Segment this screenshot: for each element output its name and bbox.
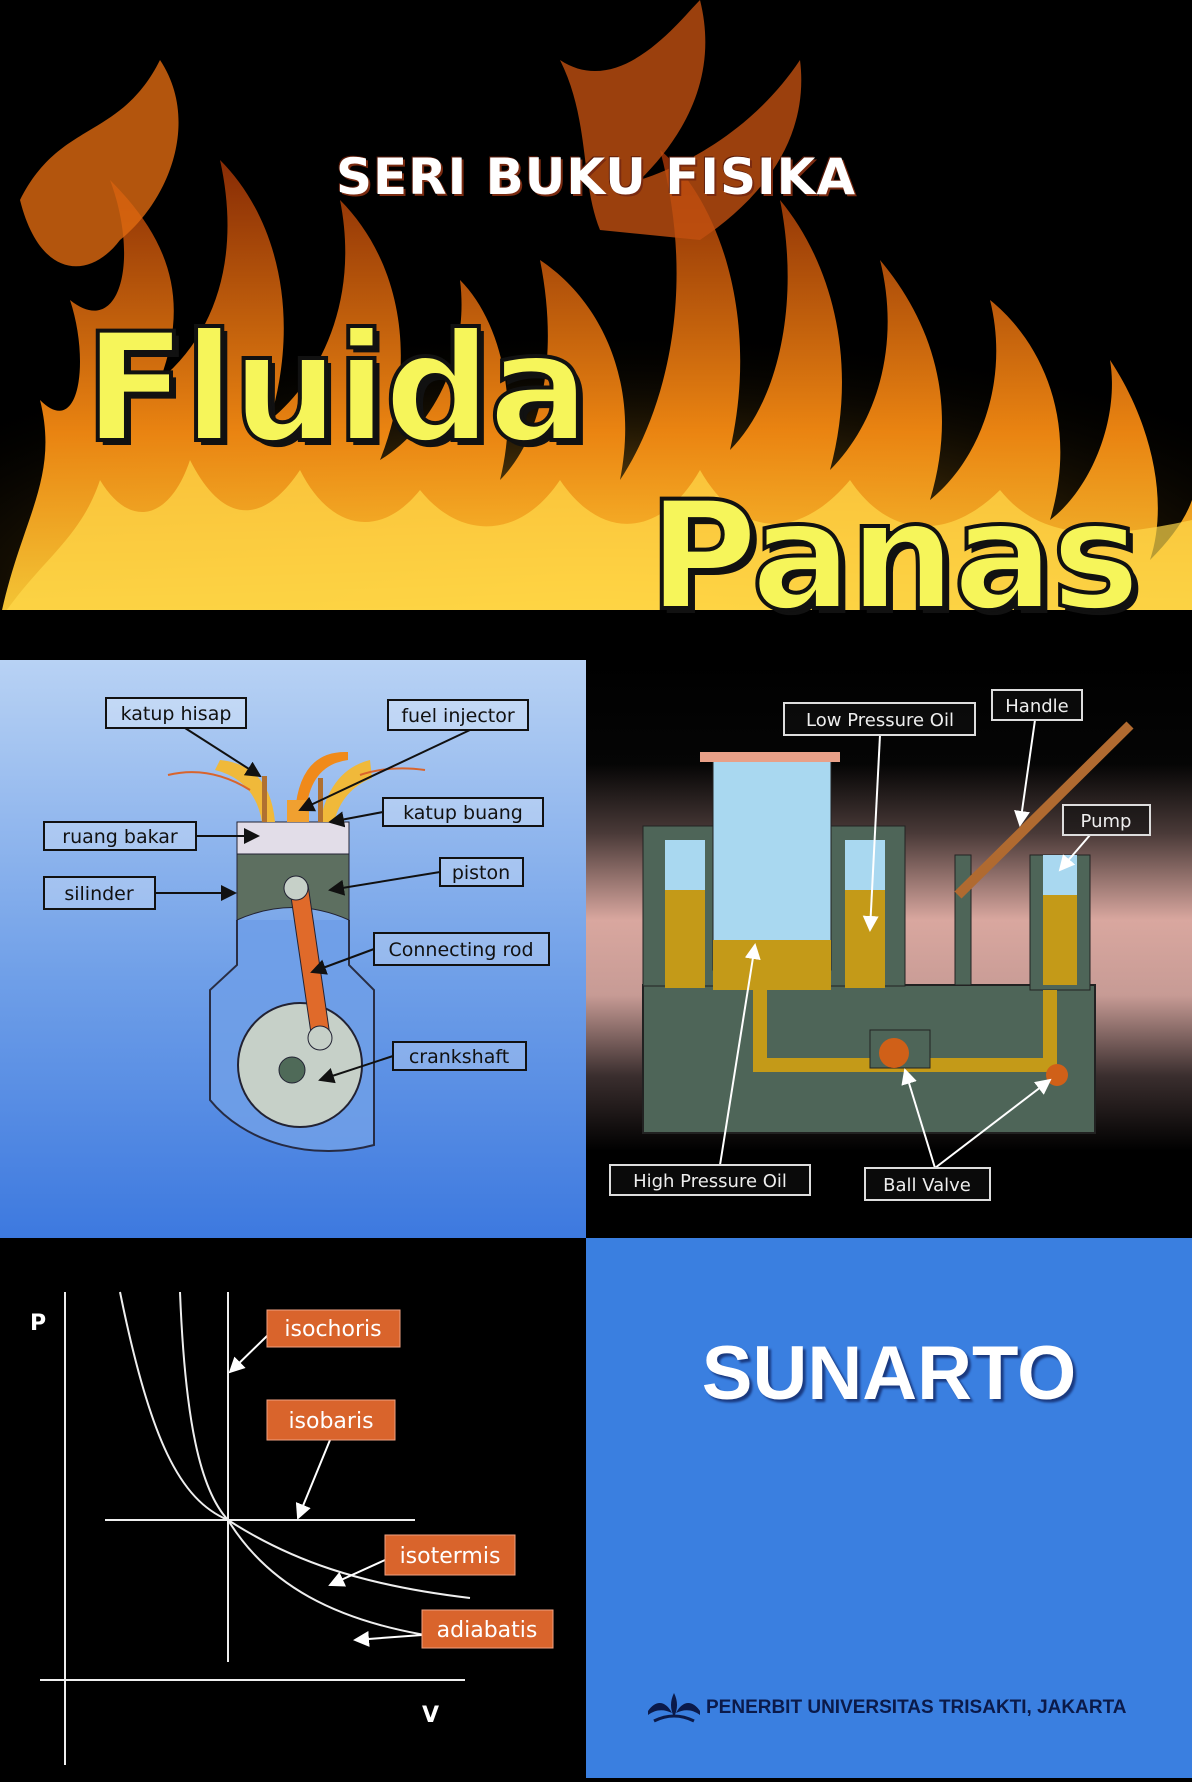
label-isobaris: isobaris	[288, 1409, 373, 1434]
label-adiabatis: adiabatis	[437, 1618, 538, 1643]
label-katup-buang: katup buang	[403, 802, 523, 824]
hydraulic-diagram: Low Pressure Oil Handle Pump High Pressu…	[609, 689, 1151, 1201]
v-axis-label: V	[422, 1703, 439, 1728]
label-crankshaft: crankshaft	[409, 1046, 509, 1068]
title-panas: Panas	[646, 468, 1142, 646]
label-piston: piston	[452, 862, 510, 884]
label-isochoris: isochoris	[284, 1317, 381, 1342]
pv-diagram: P V isochoris isobaris isotermis adiabat…	[30, 1291, 554, 1765]
pv-diagram-panel: P V isochoris isobaris isotermis adiabat…	[0, 1238, 586, 1778]
adiabatic-curve	[179, 1291, 461, 1641]
label-pump: Pump	[1081, 811, 1132, 832]
label-handle: Handle	[1005, 696, 1068, 717]
label-connecting-rod: Connecting rod	[388, 939, 533, 961]
p-axis-label: P	[30, 1311, 46, 1336]
label-fuel-injector: fuel injector	[401, 705, 515, 727]
label-katup-hisap: katup hisap	[121, 703, 232, 725]
title-fluida: Fluida	[82, 300, 592, 478]
label-silinder: silinder	[64, 883, 134, 905]
author-panel: SUNARTO PENERBIT UNIVERSITAS TRISAKTI, J…	[586, 1238, 1192, 1778]
label-ruang-bakar: ruang bakar	[62, 826, 178, 848]
label-ball-valve: Ball Valve	[883, 1175, 971, 1196]
series-title: SERI BUKU FISIKA	[335, 148, 857, 206]
label-high-pressure-oil: High Pressure Oil	[633, 1171, 787, 1192]
flame-background	[0, 0, 1192, 650]
publisher-logo-icon	[648, 1693, 700, 1723]
engine-diagram: katup hisap fuel injector katup buang ru…	[43, 697, 550, 1153]
label-isotermis: isotermis	[400, 1544, 501, 1569]
publisher-name: PENERBIT UNIVERSITAS TRISAKTI, JAKARTA	[706, 1697, 1127, 1718]
label-low-pressure-oil: Low Pressure Oil	[806, 710, 954, 731]
publisher: PENERBIT UNIVERSITAS TRISAKTI, JAKARTA	[646, 1691, 1127, 1725]
hydraulic-diagram-panel: Low Pressure Oil Handle Pump High Pressu…	[586, 660, 1192, 1238]
label-box	[105, 697, 247, 729]
author-name: SUNARTO	[701, 1331, 1077, 1416]
engine-diagram-panel: katup hisap fuel injector katup buang ru…	[0, 660, 586, 1238]
